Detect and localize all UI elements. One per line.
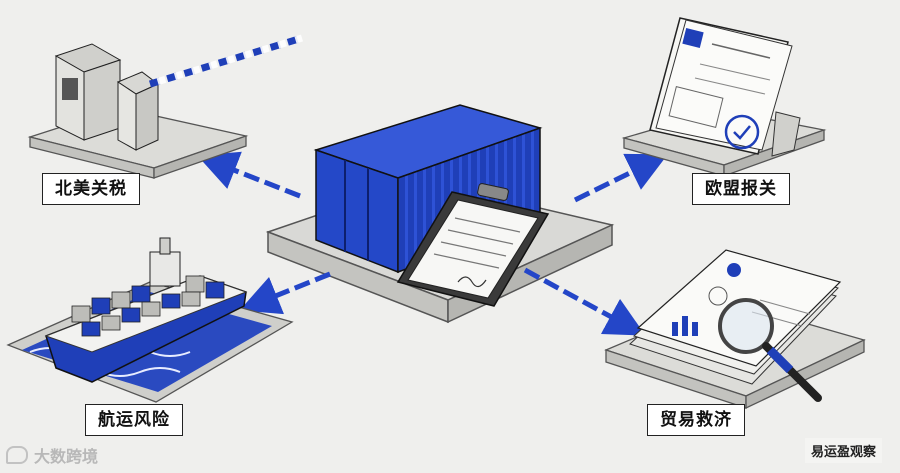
cargo-ship-illustration bbox=[6, 237, 294, 403]
customs-document-illustration bbox=[621, 17, 827, 177]
trade-documents-illustration bbox=[604, 249, 866, 410]
toll-booth-illustration bbox=[27, 34, 304, 179]
arrow-to-eu bbox=[573, 153, 668, 203]
label-north-america-tariffs: 北美关税 bbox=[42, 173, 140, 205]
arrow-to-shipping bbox=[239, 271, 331, 315]
watermark: 大数跨境 bbox=[6, 443, 98, 467]
watermark-logo-icon bbox=[6, 446, 28, 464]
source-caption: 易运盈观察 bbox=[804, 438, 882, 463]
arrows bbox=[197, 151, 668, 336]
label-eu-customs: 欧盟报关 bbox=[692, 173, 790, 205]
arrow-to-north-america bbox=[197, 151, 301, 199]
label-shipping-risk: 航运风险 bbox=[85, 404, 183, 436]
arrow-to-trade bbox=[523, 267, 646, 336]
watermark-text: 大数跨境 bbox=[34, 447, 99, 466]
clipboard bbox=[396, 183, 550, 307]
label-trade-remedy: 贸易救济 bbox=[647, 404, 745, 436]
